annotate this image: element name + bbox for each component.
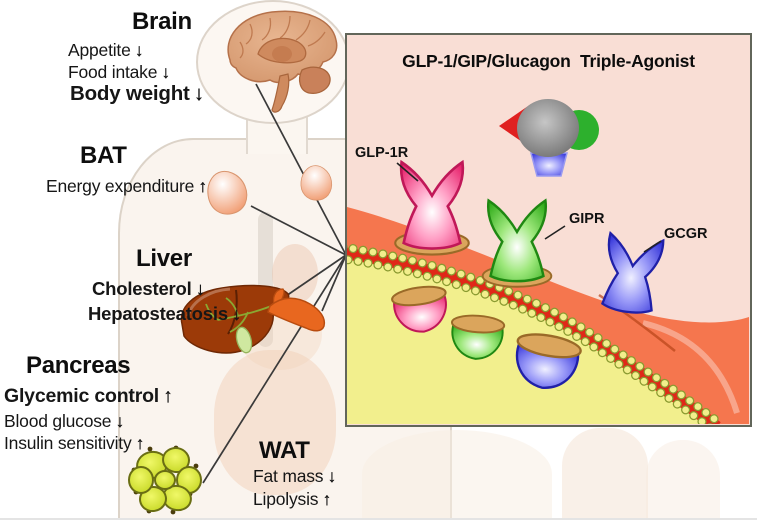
bat-title: BAT [80, 142, 127, 169]
effect-label: Cholesterol [92, 278, 192, 299]
wat-lobules [128, 446, 202, 513]
down-arrow-icon: ↓ [231, 303, 241, 324]
membrane-highlight [642, 320, 740, 414]
internalized-glp1r [391, 285, 451, 337]
effect-blood-glucose: Blood glucose↓ [4, 411, 124, 432]
effect-energy-expenditure: Energy expenditure↑ [46, 176, 207, 197]
brainstem [271, 73, 290, 113]
liver-highlight [186, 287, 231, 317]
effect-lipolysis: Lipolysis↑ [253, 489, 331, 510]
liver-lobe-split [227, 289, 238, 335]
effect-label: Appetite [68, 40, 131, 60]
body-silhouette-hip [362, 430, 552, 518]
liver-pancreas-illustration [180, 284, 326, 354]
line-to-pancreas [321, 254, 347, 312]
bat-lobe [207, 170, 248, 215]
up-arrow-icon: ↑ [163, 385, 173, 407]
down-arrow-icon: ↓ [161, 62, 170, 82]
cerebellum [298, 66, 331, 94]
effect-glycemic-control: Glycemic control↑ [4, 385, 173, 408]
line-to-brain [255, 83, 347, 256]
receptor-collar [516, 333, 582, 359]
up-arrow-icon: ↑ [322, 489, 331, 509]
effect-fat-mass: Fat mass↓ [253, 466, 336, 487]
line-to-liver [285, 254, 347, 297]
wat-organ [128, 445, 202, 515]
gallbladder [235, 326, 253, 354]
down-arrow-icon: ↓ [115, 411, 124, 431]
line-to-bat [250, 205, 347, 256]
effect-label: Fat mass [253, 466, 324, 486]
effect-label: Insulin sensitivity [4, 433, 132, 453]
effect-label: Glycemic control [4, 385, 160, 407]
thalamus [272, 46, 292, 62]
down-arrow-icon: ↓ [327, 466, 336, 486]
glp1r-pointer [396, 162, 419, 182]
gipr-label: GIPR [569, 211, 605, 227]
effect-label: Lipolysis [253, 489, 319, 509]
effect-label: Blood glucose [4, 411, 112, 431]
panel-title: GLP-1/GIP/Glucagon Triple-Agonist [402, 51, 695, 71]
receptor-collar [391, 285, 447, 307]
receptor-collar [450, 314, 506, 334]
peptide-core [517, 99, 579, 157]
internalized-gipr [449, 314, 506, 362]
effect-cholesterol: Cholesterol↓ [92, 278, 205, 300]
internalized-gcgr [510, 333, 582, 395]
membrane-scene [347, 99, 749, 424]
gipr-receptor [481, 199, 553, 288]
down-arrow-icon: ↓ [193, 82, 204, 105]
gipr-pointer [544, 225, 566, 240]
wat-title: WAT [259, 437, 310, 464]
effect-insulin-sensitivity: Insulin sensitivity↑ [4, 433, 144, 454]
body-silhouette-leg [646, 440, 720, 518]
down-arrow-icon: ↓ [195, 278, 205, 299]
body-silhouette-arm [562, 428, 648, 518]
effect-label: Body weight [70, 82, 190, 105]
effect-body-weight: Body weight↓ [70, 82, 204, 106]
gcgr-pointer [643, 240, 662, 253]
liver-title: Liver [136, 245, 192, 272]
triagonist-molecule [499, 99, 599, 177]
effect-food-intake: Food intake↓ [68, 62, 170, 83]
bat-organ-left [207, 170, 248, 215]
up-arrow-icon: ↑ [198, 176, 207, 196]
glp1r-label: GLP-1R [355, 145, 409, 161]
effect-hepatosteatosis: Hepatosteatosis↓ [88, 303, 241, 325]
effect-label: Energy expenditure [46, 176, 195, 196]
brain-title: Brain [132, 8, 192, 35]
pancreas-body [267, 297, 326, 332]
brain-illustration [227, 10, 338, 113]
glp1r-receptor [394, 160, 470, 256]
gcgr-label: GCGR [664, 226, 708, 242]
down-arrow-icon: ↓ [134, 40, 144, 60]
effect-label: Hepatosteatosis [88, 303, 228, 324]
pancreas-title: Pancreas [26, 352, 131, 379]
line-to-wat [202, 254, 347, 484]
effect-label: Food intake [68, 62, 158, 82]
triple-agonist-panel: GLP-1/GIP/Glucagon Triple-Agonist GLP-1R… [345, 33, 752, 427]
up-arrow-icon: ↑ [135, 433, 145, 453]
gyri-lines [239, 15, 326, 59]
label-pointers [396, 162, 662, 253]
bat-lobe [300, 165, 333, 201]
body-silhouette-intestines [214, 350, 336, 495]
bat-organ-right [300, 165, 333, 201]
effect-appetite: Appetite↓ [68, 40, 143, 61]
